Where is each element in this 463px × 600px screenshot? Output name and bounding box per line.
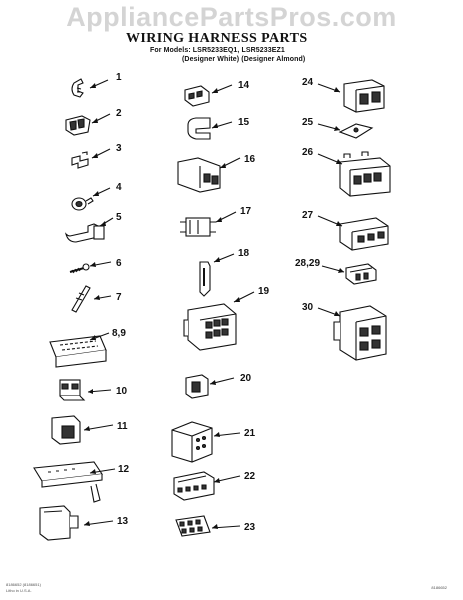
callout-4: 4 bbox=[116, 182, 122, 193]
part-27 bbox=[339, 217, 389, 251]
part-3 bbox=[71, 151, 89, 169]
callout-14: 14 bbox=[238, 80, 250, 91]
part-25 bbox=[338, 123, 374, 139]
callout-28-29: 28,29 bbox=[295, 258, 320, 269]
callout-23: 23 bbox=[244, 522, 256, 533]
callout-21: 21 bbox=[244, 428, 256, 439]
part-18 bbox=[199, 261, 211, 297]
part-30 bbox=[333, 305, 387, 361]
part-13 bbox=[39, 505, 79, 541]
callout-8-9: 8,9 bbox=[112, 328, 126, 339]
footer-right-code: 8186652 bbox=[431, 585, 447, 590]
callout-20: 20 bbox=[240, 373, 252, 384]
callout-24: 24 bbox=[302, 77, 314, 88]
part-8-9 bbox=[49, 335, 107, 368]
callout-19: 19 bbox=[258, 286, 270, 297]
callout-2: 2 bbox=[116, 108, 122, 119]
part-5 bbox=[64, 223, 105, 243]
callout-1: 1 bbox=[116, 72, 122, 83]
part-22 bbox=[173, 471, 215, 501]
part-2 bbox=[65, 115, 91, 136]
callout-10: 10 bbox=[116, 386, 128, 397]
callout-15: 15 bbox=[238, 117, 250, 128]
part-12 bbox=[33, 461, 103, 503]
part-7 bbox=[71, 285, 91, 313]
part-28-29 bbox=[345, 263, 377, 285]
callout-16: 16 bbox=[244, 154, 256, 165]
part-21 bbox=[171, 421, 213, 463]
footer-print-info: Litho in U.S.A. bbox=[6, 588, 32, 593]
callout-18: 18 bbox=[238, 248, 250, 259]
footer-part-number: 8186652 (8186651) bbox=[6, 582, 41, 587]
part-17 bbox=[180, 217, 216, 237]
watermark-text: AppliancePartsPros.com bbox=[66, 2, 397, 32]
callout-27: 27 bbox=[302, 210, 314, 221]
part-16 bbox=[177, 157, 221, 193]
part-20 bbox=[185, 374, 209, 399]
part-1 bbox=[71, 78, 84, 98]
callout-13: 13 bbox=[117, 516, 129, 527]
subtitle-models: For Models: LSR5233EQ1, LSR5233EZ1 bbox=[150, 47, 285, 54]
callout-26: 26 bbox=[302, 147, 314, 158]
part-10 bbox=[59, 379, 86, 401]
part-15 bbox=[187, 117, 211, 140]
callout-22: 22 bbox=[244, 471, 256, 482]
part-24 bbox=[343, 79, 385, 113]
callout-25: 25 bbox=[302, 117, 314, 128]
callout-6: 6 bbox=[116, 258, 122, 269]
callout-12: 12 bbox=[118, 464, 130, 475]
page-title: WIRING HARNESS PARTS bbox=[126, 31, 308, 46]
callout-11: 11 bbox=[117, 421, 128, 432]
callout-7: 7 bbox=[116, 292, 122, 303]
subtitle-colors: (Designer White) (Designer Almond) bbox=[182, 56, 306, 63]
part-26 bbox=[339, 151, 391, 197]
part-19 bbox=[183, 303, 237, 351]
callout-3: 3 bbox=[116, 143, 122, 154]
callout-5: 5 bbox=[116, 212, 122, 223]
callout-30: 30 bbox=[302, 302, 314, 313]
part-14 bbox=[184, 85, 210, 107]
callout-17: 17 bbox=[240, 206, 252, 217]
part-11 bbox=[51, 415, 81, 445]
part-23 bbox=[175, 515, 211, 537]
part-6 bbox=[69, 263, 90, 274]
part-4 bbox=[71, 197, 94, 211]
